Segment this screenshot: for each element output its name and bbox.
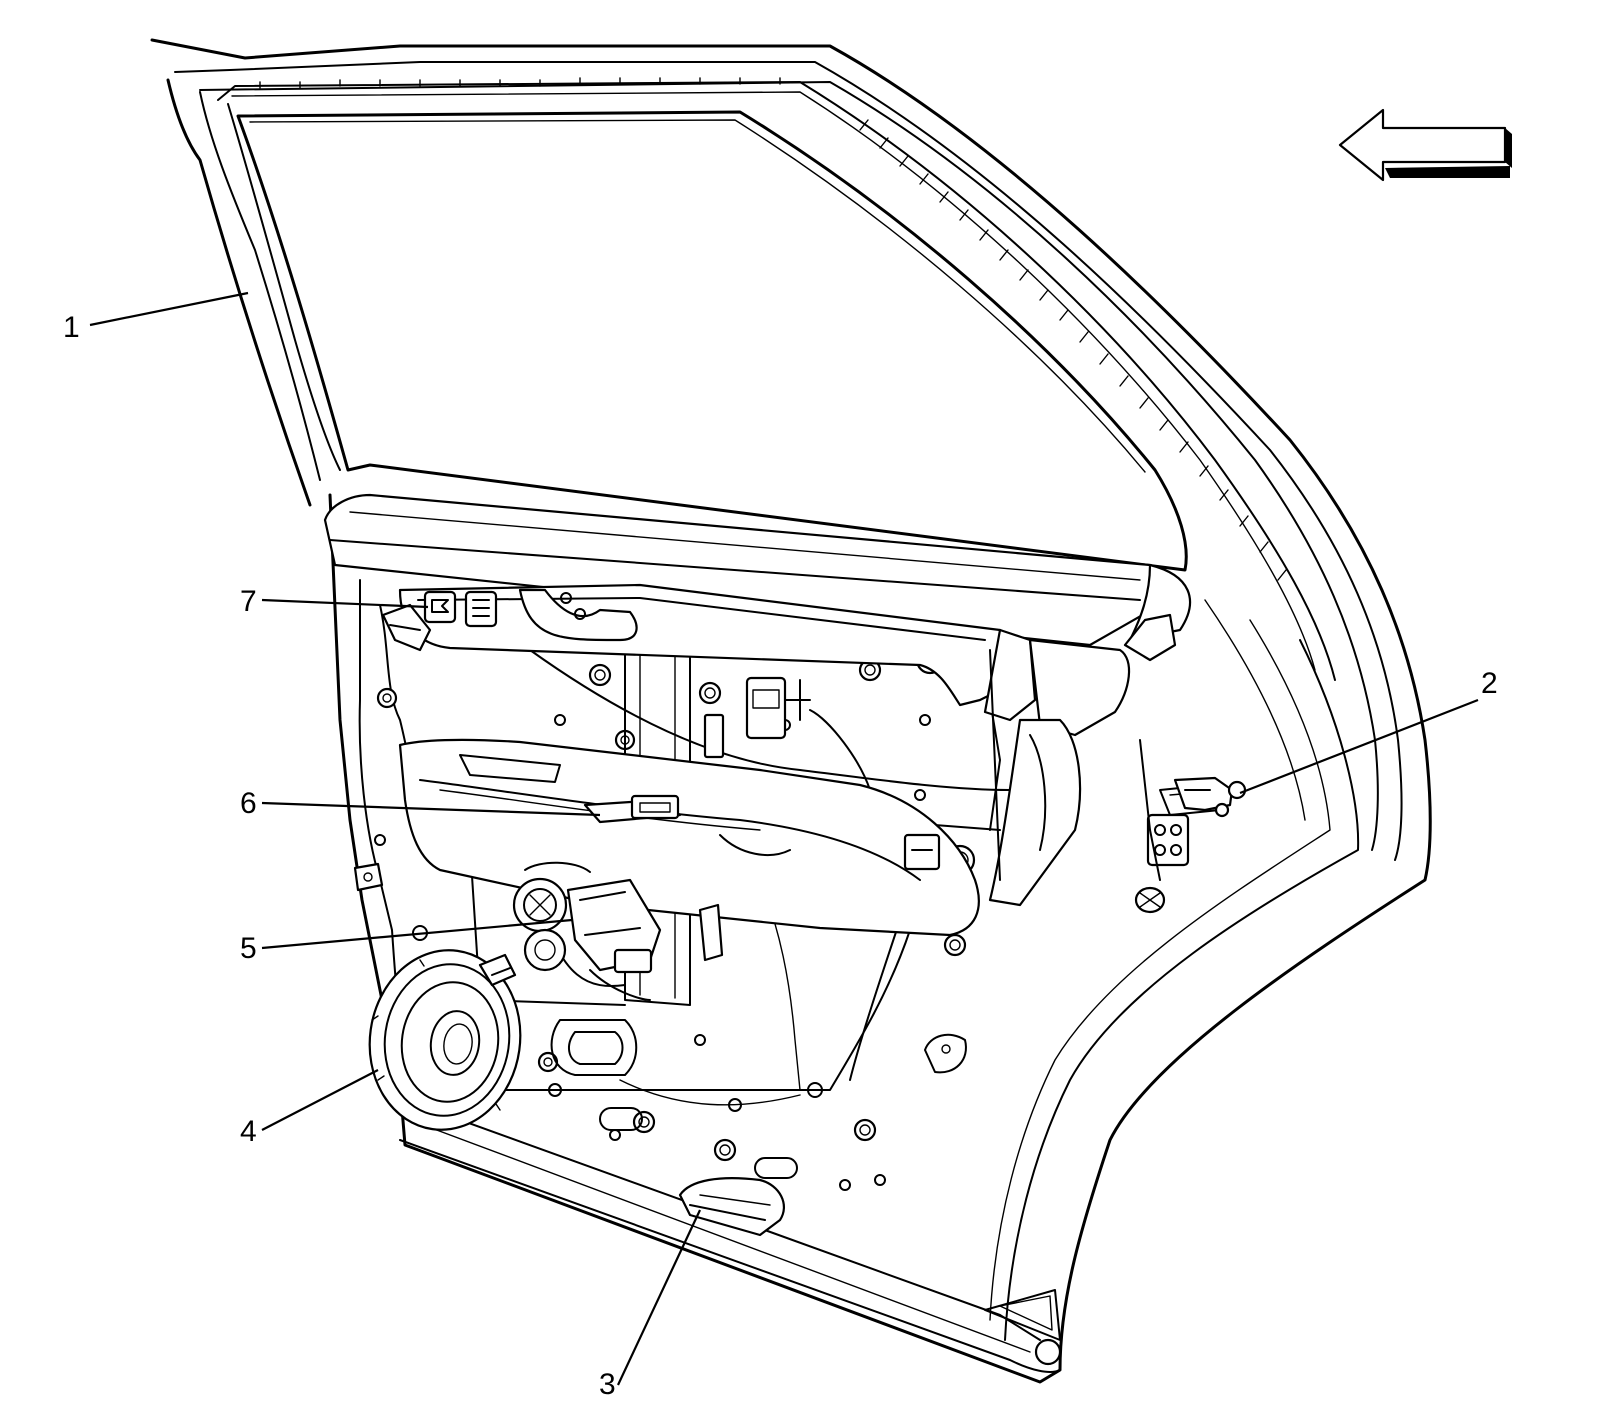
callout-2: 2 [1481,667,1498,700]
leader-3 [617,1209,701,1386]
left-brackets [353,603,941,962]
callout-5: 5 [240,932,257,965]
leader-6 [261,801,601,817]
callout-labels: 1 2 3 4 5 6 7 [63,311,1498,1401]
leader-2 [1239,698,1479,795]
switch-panel-bezel [398,583,1037,722]
leader-4 [261,1069,379,1131]
upper-trim [323,493,1192,662]
callout-3: 3 [599,1368,616,1401]
latch-area [1134,739,1221,914]
forward-arrow-icon [1338,108,1512,182]
callout-4: 4 [240,1115,257,1148]
callout-1: 1 [63,311,80,344]
leader-5 [261,918,573,950]
armrest-trim [398,738,980,937]
leader-lines [89,291,1479,1386]
leader-7 [261,598,429,609]
leader-1 [89,291,249,327]
pull-housing [988,638,1131,907]
lower-drain-trim [678,1177,786,1237]
callout-6: 6 [240,787,257,820]
speaker [368,949,522,1131]
window-motor [512,861,662,1001]
callout-7: 7 [240,585,257,618]
door-hinge [1173,776,1247,818]
door-shell [150,38,1432,1384]
